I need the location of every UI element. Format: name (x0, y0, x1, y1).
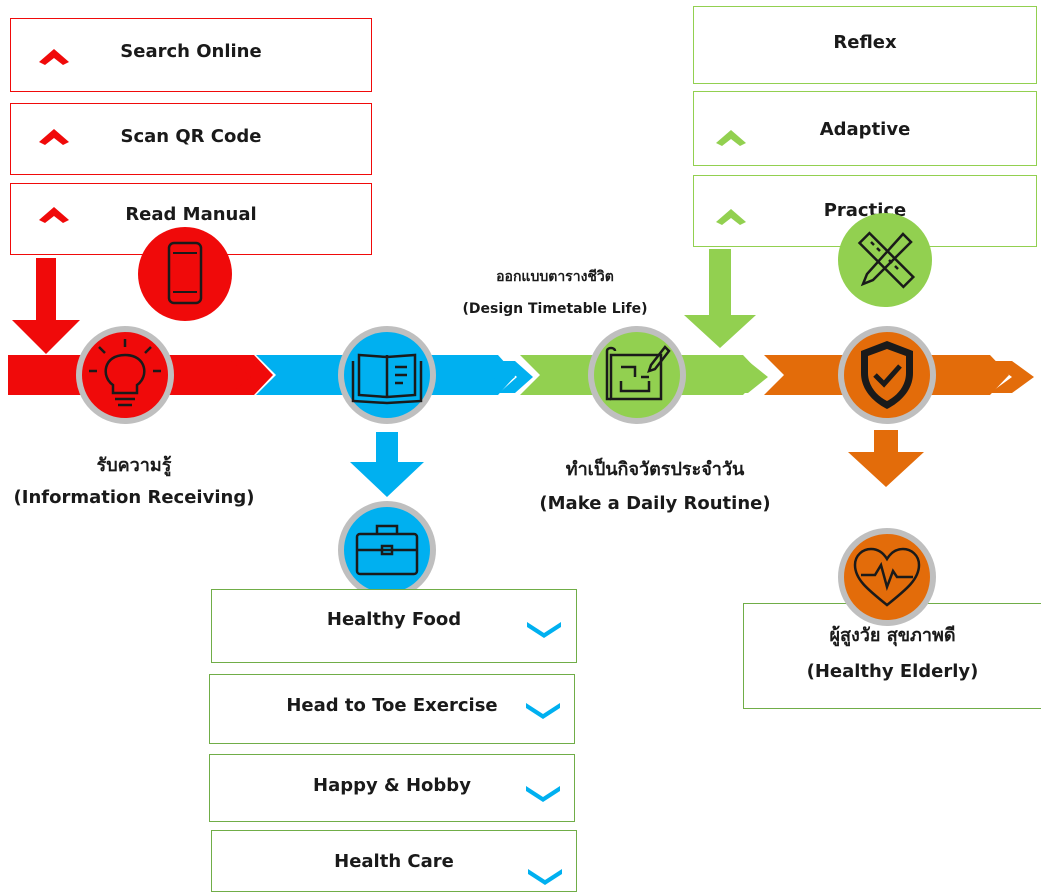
habit-label: Adaptive (819, 119, 911, 140)
step-3-title-en: (Make a Daily Routine) (539, 493, 771, 514)
chevron-up-icon (39, 207, 69, 223)
smartphone-icon (138, 227, 232, 321)
chevron-up-icon (716, 130, 746, 146)
info-source-scan-qr: Scan QR Code (10, 103, 372, 175)
arrow-down-green (684, 249, 756, 348)
design-title-en: (Design Timetable Life) (462, 301, 648, 317)
chevron-up-icon (39, 49, 69, 65)
chevron-down-icon (526, 786, 560, 802)
goal-title-en: (Healthy Elderly) (806, 661, 979, 682)
step-shield (838, 326, 936, 424)
activity-label: Health Care (334, 851, 454, 872)
step-1-title-en: (Information Receiving) (13, 487, 255, 508)
arrow-down-red (12, 258, 80, 354)
book-icon (351, 353, 423, 405)
chevron-blue-1 (476, 361, 515, 393)
activity-label: Healthy Food (326, 609, 462, 630)
activity-health-care: Health Care (211, 830, 577, 892)
activity-healthy-food: Healthy Food (211, 589, 577, 663)
info-source-label: Scan QR Code (120, 126, 262, 147)
chevron-down-icon (528, 869, 562, 885)
step-blueprint (588, 326, 686, 424)
design-title-th: ออกแบบตารางชีวิต (496, 269, 614, 285)
chevron-green-1 (730, 361, 768, 393)
activity-label: Happy & Hobby (313, 775, 471, 796)
step-lightbulb (76, 326, 174, 424)
info-source-label: Search Online (120, 41, 262, 62)
activity-label: Head to Toe Exercise (286, 695, 498, 716)
habit-reflex: Reflex (693, 6, 1037, 84)
step-1-title-th: รับความรู้ (96, 455, 172, 476)
shield-check-icon (861, 341, 913, 409)
step-3-title-th: ทำเป็นกิจวัตรประจำวัน (565, 459, 745, 480)
chevron-down-icon (527, 622, 561, 638)
activity-happy-hobby: Happy & Hobby (209, 754, 575, 822)
info-source-label: Read Manual (125, 204, 257, 225)
chevron-orange-1 (990, 361, 1034, 393)
ruler-pencil-icon (838, 213, 932, 307)
habit-label: Reflex (833, 32, 897, 53)
arrow-down-blue (350, 432, 424, 497)
chevron-down-icon (526, 703, 560, 719)
activity-head-to-toe-exercise: Head to Toe Exercise (209, 674, 575, 744)
heart-pulse-icon (838, 528, 936, 626)
chevron-blue-2 (499, 361, 533, 393)
chevron-red-1 (231, 361, 271, 393)
habit-adaptive: Adaptive (693, 91, 1037, 166)
arrow-down-orange (848, 430, 924, 487)
chevron-up-icon (716, 209, 746, 225)
blueprint-icon (605, 345, 671, 401)
goal-title-th: ผู้สูงวัย สุขภาพดี (829, 625, 956, 646)
briefcase-icon (338, 501, 436, 599)
chevron-up-icon (39, 129, 69, 145)
step-book (338, 326, 436, 424)
lightbulb-icon (89, 339, 161, 407)
info-source-search-online: Search Online (10, 18, 372, 92)
